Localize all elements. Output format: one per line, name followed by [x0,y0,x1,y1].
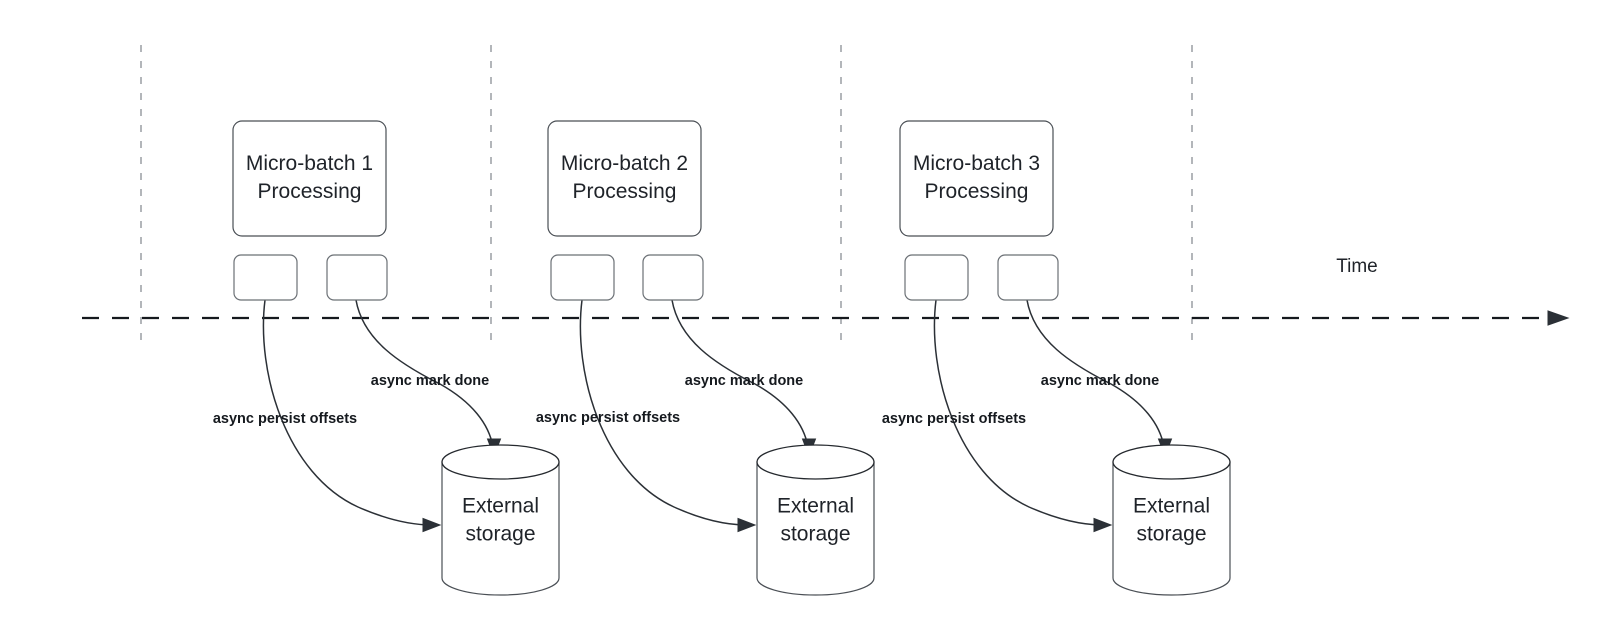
storage-1-label-line2: storage [465,523,535,546]
mini-3b[interactable] [997,254,1059,301]
batch-3-label-line2: Processing [925,180,1029,203]
edge-persist-3-path [933,299,1104,526]
batch-1-label-line2: Processing [258,180,362,203]
edge-group [262,299,1173,533]
mini-2b[interactable] [642,254,704,301]
storage-3-label-line1: External [1133,495,1210,518]
edge-mark-done-1-label: async mark done [371,373,489,389]
edge-persist-1-path [262,299,433,526]
time-axis-arrowhead [1547,310,1570,326]
edge-persist-2-arrowhead [737,517,757,533]
storage-1-label-line1: External [462,495,539,518]
storage-3-label-line2: storage [1136,523,1206,546]
edge-mark-done-3-path [1026,299,1165,448]
batch-2-label-line1: Micro-batch 2 [561,152,688,175]
storage-2-label-line1: External [777,495,854,518]
edge-persist-2-label: async persist offsets [536,410,680,426]
edge-persist-3-arrowhead [1093,517,1113,533]
mini-3a[interactable] [904,254,969,301]
edge-persist-1-label: async persist offsets [213,411,357,427]
storage-2-top [756,444,875,480]
mini-1b[interactable] [326,254,388,301]
storage-3-top [1112,444,1231,480]
storage-3-body[interactable] [1112,461,1231,596]
batch-3-label-line1: Micro-batch 3 [913,152,1040,175]
node-group [232,120,1231,596]
edge-mark-done-2-label: async mark done [685,373,803,389]
batch-1-box[interactable] [232,120,387,237]
storage-1-top [441,444,560,480]
batch-3-box[interactable] [899,120,1054,237]
storage-1-body[interactable] [441,461,560,596]
storage-2-label-line2: storage [780,523,850,546]
batch-2-label-line2: Processing [573,180,677,203]
batch-1-label-line1: Micro-batch 1 [246,152,373,175]
time-axis-label: Time [1336,256,1378,277]
edge-persist-3-label: async persist offsets [882,411,1026,427]
edge-persist-2-path [579,299,748,526]
storage-2-body[interactable] [756,461,875,596]
mini-2a[interactable] [550,254,615,301]
mini-1a[interactable] [233,254,298,301]
edge-mark-done-2-path [671,299,809,448]
edge-mark-done-3-label: async mark done [1041,373,1159,389]
timeline-axis-group [82,310,1570,326]
edge-mark-done-1-path [355,299,494,448]
timeline-tick-group [140,45,1193,341]
edge-persist-1-arrowhead [422,517,442,533]
batch-2-box[interactable] [547,120,702,237]
